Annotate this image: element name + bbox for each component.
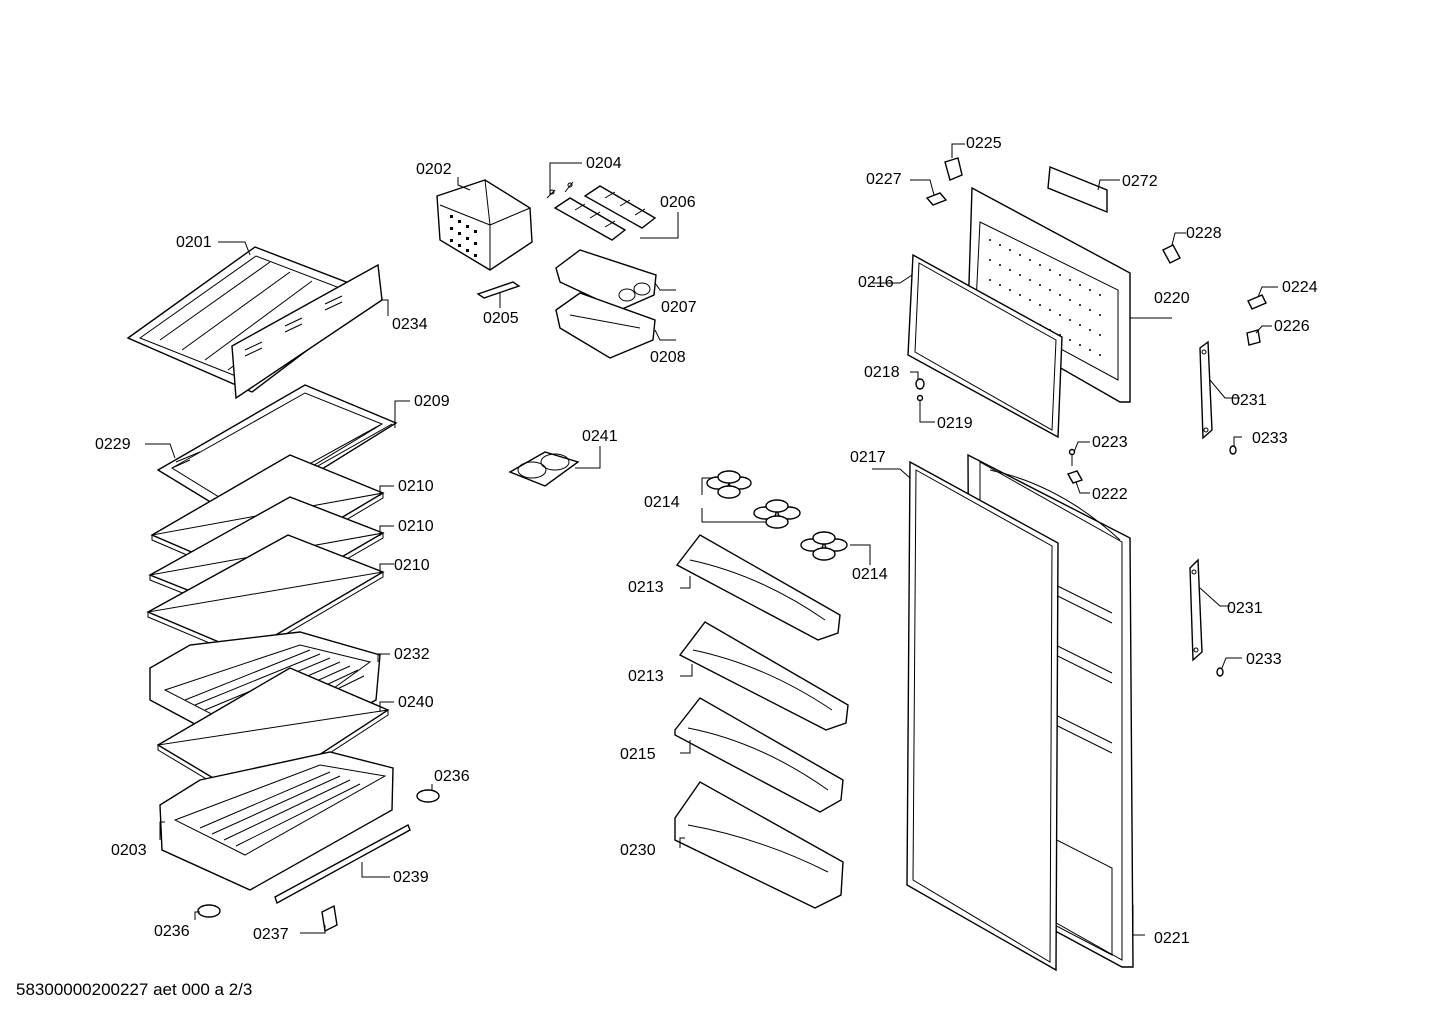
label-0221: 0221 bbox=[1154, 930, 1190, 947]
label-0210-a: 0210 bbox=[398, 478, 434, 495]
label-0226: 0226 bbox=[1274, 318, 1310, 335]
part-0227-cap bbox=[925, 192, 948, 206]
part-0216-freezer-gasket bbox=[907, 253, 1063, 439]
label-0220: 0220 bbox=[1154, 290, 1190, 307]
part-0206-ice-tray-1 bbox=[553, 197, 627, 241]
label-0213-a: 0213 bbox=[628, 579, 664, 596]
part-0236-foot-1 bbox=[416, 789, 440, 803]
label-0236-a: 0236 bbox=[434, 768, 470, 785]
label-0227: 0227 bbox=[866, 171, 902, 188]
part-0239-strip bbox=[274, 824, 411, 905]
part-0228-hinge bbox=[1162, 244, 1181, 264]
part-0204-pins bbox=[546, 181, 574, 199]
part-0219-screw bbox=[916, 394, 924, 414]
part-0230-door-bin bbox=[674, 781, 844, 909]
label-0237: 0237 bbox=[253, 926, 289, 943]
label-0219: 0219 bbox=[937, 415, 973, 432]
leader-lines bbox=[145, 143, 1278, 936]
label-0203: 0203 bbox=[111, 842, 147, 859]
label-0272: 0272 bbox=[1122, 173, 1158, 190]
label-0234: 0234 bbox=[392, 316, 428, 333]
label-0224: 0224 bbox=[1282, 279, 1318, 296]
label-0241: 0241 bbox=[582, 428, 618, 445]
part-0210-glass-shelf-3 bbox=[146, 534, 385, 659]
drawing-number: 58300000200227 aet 000 a 2/3 bbox=[16, 980, 253, 999]
label-0216: 0216 bbox=[858, 274, 894, 291]
part-0218-bushing bbox=[915, 378, 925, 390]
label-0208: 0208 bbox=[650, 349, 686, 366]
label-0215: 0215 bbox=[620, 746, 656, 763]
label-0239: 0239 bbox=[393, 869, 429, 886]
part-0217-fridge-gasket bbox=[906, 460, 1059, 972]
label-0210-b: 0210 bbox=[398, 518, 434, 535]
part-0214-egg-holder-3 bbox=[800, 531, 848, 561]
part-0233-ring-2 bbox=[1216, 667, 1224, 677]
label-0207: 0207 bbox=[661, 299, 697, 316]
label-0228: 0228 bbox=[1186, 225, 1222, 242]
label-0232: 0232 bbox=[394, 646, 430, 663]
part-labels: 0201 0234 0202 0204 0205 0206 0207 0208 … bbox=[95, 135, 1318, 947]
part-0272-label bbox=[1047, 165, 1108, 214]
label-0218: 0218 bbox=[864, 364, 900, 381]
part-0213-door-bin-2 bbox=[678, 621, 849, 731]
label-0214-b: 0214 bbox=[852, 566, 888, 583]
part-0226-plate bbox=[1246, 329, 1261, 346]
label-0213-b: 0213 bbox=[628, 668, 664, 685]
part-0224-cap bbox=[1247, 294, 1267, 310]
label-0205: 0205 bbox=[483, 310, 519, 327]
part-0223-screw bbox=[1068, 448, 1076, 466]
label-0222: 0222 bbox=[1092, 486, 1128, 503]
label-0209: 0209 bbox=[414, 393, 450, 410]
label-0231-a: 0231 bbox=[1231, 392, 1267, 409]
label-0217: 0217 bbox=[850, 449, 886, 466]
part-0215-door-bin bbox=[674, 697, 844, 813]
label-0230: 0230 bbox=[620, 842, 656, 859]
label-0236-b: 0236 bbox=[154, 923, 190, 940]
part-0206-ice-tray-2 bbox=[583, 185, 657, 229]
part-0231-handle-1 bbox=[1199, 340, 1213, 440]
part-0203-lower-drawer bbox=[159, 751, 394, 891]
part-0213-door-bin-1 bbox=[675, 534, 841, 641]
label-0201: 0201 bbox=[176, 234, 212, 251]
part-0237-clip bbox=[321, 904, 338, 933]
label-0214-a: 0214 bbox=[644, 494, 680, 511]
part-0236-foot-2 bbox=[197, 904, 221, 918]
part-0225-hinge bbox=[944, 157, 963, 181]
part-0233-ring-1 bbox=[1229, 445, 1237, 455]
label-0202: 0202 bbox=[416, 161, 452, 178]
label-0223: 0223 bbox=[1092, 434, 1128, 451]
label-0206: 0206 bbox=[660, 194, 696, 211]
part-0214-egg-holder-1 bbox=[706, 470, 752, 499]
part-0205-strip bbox=[476, 281, 521, 299]
label-0204: 0204 bbox=[586, 155, 622, 172]
label-0229: 0229 bbox=[95, 436, 131, 453]
part-0208-small-drawer bbox=[555, 292, 656, 359]
part-0207-ice-box bbox=[555, 249, 657, 311]
part-0231-handle-2 bbox=[1189, 558, 1203, 662]
label-0233-b: 0233 bbox=[1246, 651, 1282, 668]
part-0241-egg-tray bbox=[508, 451, 580, 487]
part-0222-bushing bbox=[1066, 470, 1084, 484]
label-0231-b: 0231 bbox=[1227, 600, 1263, 617]
label-0225: 0225 bbox=[966, 135, 1002, 152]
part-0214-egg-holder-2 bbox=[753, 499, 801, 529]
label-0233-a: 0233 bbox=[1252, 430, 1288, 447]
part-0202-bracket-box bbox=[436, 179, 533, 271]
label-0210-c: 0210 bbox=[394, 557, 430, 574]
label-0240: 0240 bbox=[398, 694, 434, 711]
